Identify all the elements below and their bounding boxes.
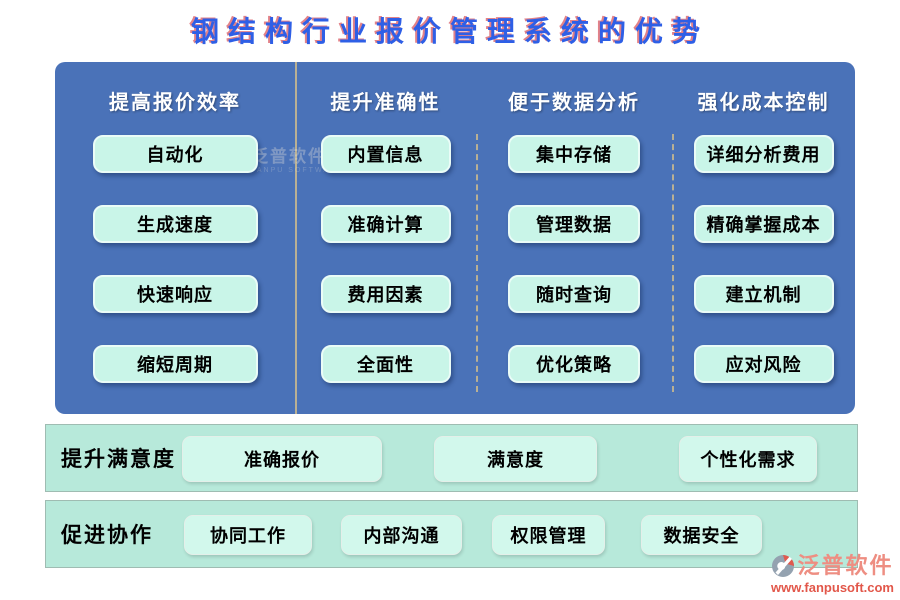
panel-item-button[interactable]: 内置信息 bbox=[320, 135, 451, 173]
panel-item-button[interactable]: 费用因素 bbox=[320, 275, 451, 313]
panel-item-button[interactable]: 建立机制 bbox=[693, 275, 834, 313]
fanpu-logo: 泛普软件 www.fanpusoft.com bbox=[770, 553, 894, 595]
band-item-button[interactable]: 协同工作 bbox=[184, 515, 312, 555]
band-item-button[interactable]: 内部沟通 bbox=[341, 515, 462, 555]
column-divider-dashed bbox=[476, 134, 478, 392]
band-item-button[interactable]: 个性化需求 bbox=[679, 436, 817, 482]
advantages-panel: 提高报价效率 自动化 生成速度 快速响应 缩短周期 提升准确性 内置信息 准确计… bbox=[55, 62, 855, 414]
column-header: 便于数据分析 bbox=[508, 92, 640, 114]
panel-item-button[interactable]: 应对风险 bbox=[693, 345, 834, 383]
panel-item-button[interactable]: 优化策略 bbox=[508, 345, 640, 383]
panel-item-button[interactable]: 缩短周期 bbox=[92, 345, 258, 383]
panel-column-cost-control: 强化成本控制 详细分析费用 精确掌握成本 建立机制 应对风险 bbox=[672, 62, 855, 414]
panel-item-button[interactable]: 集中存储 bbox=[508, 135, 640, 173]
band-item-button[interactable]: 准确报价 bbox=[182, 436, 382, 482]
panel-item-button[interactable]: 详细分析费用 bbox=[693, 135, 834, 173]
panel-column-accuracy: 提升准确性 内置信息 准确计算 费用因素 全面性 bbox=[295, 62, 476, 414]
panel-item-button[interactable]: 管理数据 bbox=[508, 205, 640, 243]
band-label: 提升满意度 bbox=[61, 447, 176, 471]
band-item-button[interactable]: 数据安全 bbox=[641, 515, 762, 555]
band-item-button[interactable]: 满意度 bbox=[434, 436, 597, 482]
panel-item-button[interactable]: 准确计算 bbox=[320, 205, 451, 243]
page-title: 钢结构行业报价管理系统的优势 bbox=[190, 17, 709, 48]
brand-name: 泛普软件 bbox=[797, 553, 894, 578]
column-header: 提高报价效率 bbox=[109, 92, 241, 114]
panel-column-efficiency: 提高报价效率 自动化 生成速度 快速响应 缩短周期 bbox=[55, 62, 295, 414]
column-divider-dashed bbox=[672, 134, 674, 392]
panel-item-button[interactable]: 生成速度 bbox=[92, 205, 258, 243]
column-divider-solid bbox=[295, 62, 297, 414]
column-header: 强化成本控制 bbox=[697, 92, 830, 114]
band-label: 促进协作 bbox=[61, 523, 153, 547]
column-header: 提升准确性 bbox=[330, 92, 441, 114]
panel-item-button[interactable]: 全面性 bbox=[320, 345, 451, 383]
brand-url[interactable]: www.fanpusoft.com bbox=[770, 580, 894, 595]
panel-item-button[interactable]: 随时查询 bbox=[508, 275, 640, 313]
panel-item-button[interactable]: 自动化 bbox=[92, 135, 258, 173]
band-collaboration: 促进协作 协同工作 内部沟通 权限管理 数据安全 bbox=[45, 500, 858, 568]
panel-item-button[interactable]: 快速响应 bbox=[92, 275, 258, 313]
fanpu-logo-icon bbox=[772, 555, 795, 577]
panel-column-data-analysis: 便于数据分析 集中存储 管理数据 随时查询 优化策略 bbox=[476, 62, 672, 414]
band-item-button[interactable]: 权限管理 bbox=[492, 515, 605, 555]
panel-item-button[interactable]: 精确掌握成本 bbox=[693, 205, 834, 243]
band-satisfaction: 提升满意度 准确报价 满意度 个性化需求 bbox=[45, 424, 858, 492]
